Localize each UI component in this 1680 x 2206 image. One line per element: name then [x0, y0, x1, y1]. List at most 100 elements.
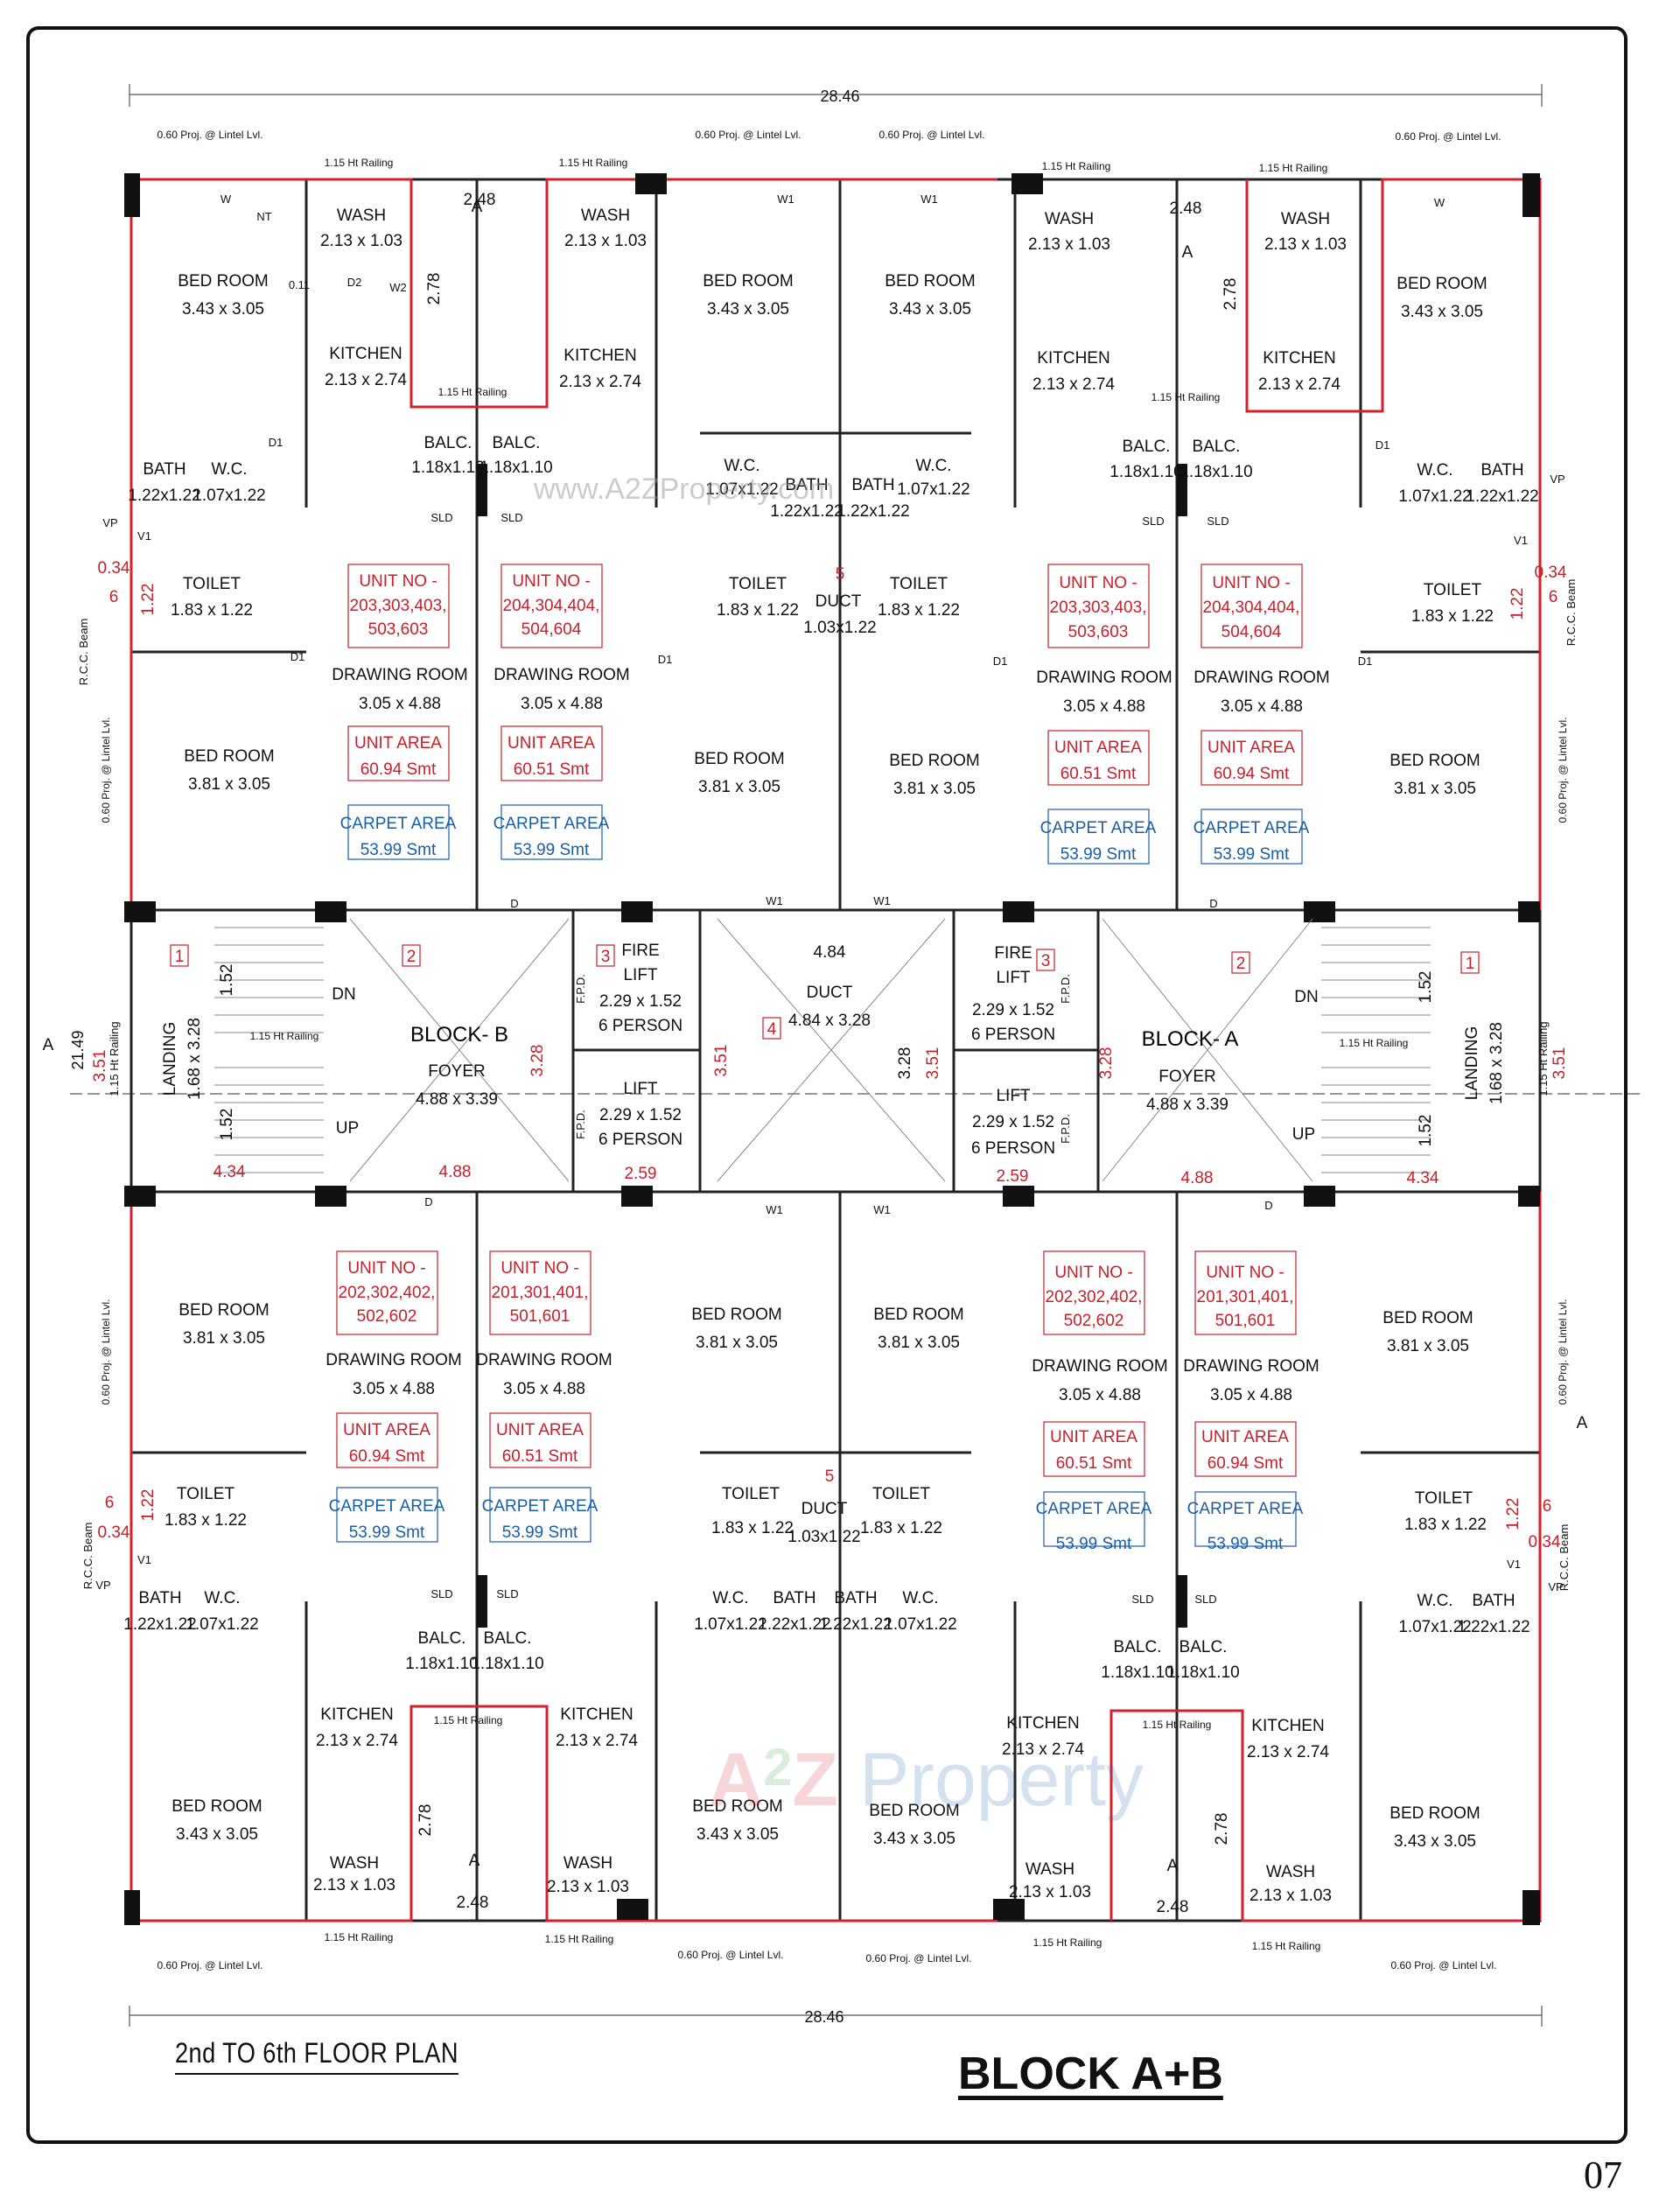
- room-dim: 1.22x1.22: [819, 1615, 892, 1634]
- unit-no: UNIT NO -: [1054, 1264, 1132, 1282]
- room-dim: 1.83 x 1.22: [711, 1519, 794, 1537]
- room-name: W.C.: [1417, 461, 1452, 480]
- room-name: W.C.: [204, 1589, 240, 1607]
- section-tag: A: [1182, 243, 1194, 262]
- unit-list: 504,604: [1222, 623, 1282, 641]
- room-name: WASH: [1281, 210, 1330, 228]
- unit-no: UNIT NO -: [359, 572, 437, 591]
- page-number: 07: [1584, 2153, 1622, 2196]
- room-name: DRAWING ROOM: [332, 666, 468, 684]
- unit-area-label: UNIT AREA: [496, 1421, 584, 1439]
- room-name: TOILET: [729, 575, 788, 593]
- dim-034: 0.34: [98, 1523, 130, 1542]
- lift-label: LIFT: [623, 966, 657, 984]
- fire-lift-label: FIRE: [621, 942, 659, 960]
- carpet-area-label: CARPET AREA: [1036, 1500, 1152, 1518]
- unit-area-label: UNIT AREA: [1050, 1428, 1138, 1446]
- projection-label-side: 0.60 Proj. @ Lintel Lvl.: [1557, 1299, 1569, 1405]
- lift-capacity: 6 PERSON: [598, 1017, 682, 1035]
- room-name: DRAWING ROOM: [494, 666, 630, 684]
- open-depth: 2.78: [416, 1804, 435, 1837]
- unit-area-value: 60.94 Smt: [1208, 1454, 1284, 1473]
- vent-label: V1: [1514, 534, 1528, 547]
- room-dim: 1.22x1.22: [1466, 487, 1538, 506]
- rcc-beam-label: R.C.C. Beam: [77, 619, 90, 686]
- railing-label: 1.15 Ht Railing: [438, 386, 508, 398]
- projection-label-side: 0.60 Proj. @ Lintel Lvl.: [100, 718, 112, 823]
- unit-top-left: BED ROOM 3.43 x 3.05 WASH 2.13 x 1.03 KI…: [128, 207, 484, 859]
- room-name: DRAWING ROOM: [1194, 669, 1330, 687]
- railing-label: 1.15 Ht Railing: [1033, 1936, 1102, 1949]
- foyer-dim: 4.88 x 3.39: [416, 1090, 498, 1109]
- room-name: TOILET: [890, 575, 948, 593]
- unit-tags: [336, 564, 1303, 1477]
- stair-dim: 1.52: [1417, 1115, 1435, 1147]
- core-tag: 2: [407, 948, 416, 966]
- dim-259: 2.59: [625, 1165, 657, 1183]
- room-name: WASH: [1266, 1863, 1315, 1881]
- dim-122: 1.22: [1508, 588, 1527, 620]
- window-label: W: [1434, 196, 1446, 209]
- room-name: BATH: [773, 1589, 816, 1607]
- stair-dim: 1.52: [218, 1109, 236, 1141]
- room-dim: 2.13 x 2.74: [325, 371, 407, 389]
- door-label: D1: [993, 655, 1008, 668]
- core-tag: 3: [601, 948, 611, 966]
- room-name: BED ROOM: [873, 1306, 963, 1324]
- unit-top-second: BALC. 1.18x1.10 WASH 2.13 x 1.03 KITCHEN…: [480, 207, 876, 859]
- room-dim: 3.05 x 4.88: [521, 695, 603, 713]
- open-dim: 2.48: [1170, 200, 1202, 218]
- door-label: D2: [347, 276, 362, 289]
- core-tag: 6: [109, 588, 119, 606]
- projection-label: 0.60 Proj. @ Lintel Lvl.: [696, 129, 802, 141]
- nt-label: NT: [256, 210, 271, 223]
- dim-328: 3.28: [528, 1045, 547, 1077]
- block-a-label: BLOCK- A: [1142, 1027, 1239, 1051]
- carpet-tags: [336, 804, 1303, 1547]
- unit-list: 504,604: [522, 620, 582, 639]
- window-label: W1: [766, 894, 783, 907]
- carpet-area-value: 53.99 Smt: [349, 1523, 425, 1542]
- room-name: WASH: [1026, 1860, 1074, 1879]
- railing-label: 1.15 Ht Railing: [325, 157, 394, 169]
- room-name: W.C.: [902, 1589, 938, 1607]
- unit-no: UNIT NO -: [1212, 574, 1290, 592]
- sliding-door-label: SLD: [1194, 1593, 1216, 1606]
- room-name: BALC.: [418, 1629, 466, 1648]
- core-tag: 6: [105, 1494, 115, 1512]
- room-dim: 1.22x1.22: [770, 502, 843, 521]
- dim-328: 3.28: [896, 1047, 914, 1080]
- building-walls: [130, 178, 1542, 1922]
- room-name: BED ROOM: [1396, 275, 1487, 293]
- carpet-area-value: 53.99 Smt: [360, 841, 437, 859]
- drawing-frame: [26, 26, 1628, 2144]
- stair-treads: [214, 918, 1431, 1182]
- room-dim: 3.05 x 4.88: [1059, 1386, 1141, 1404]
- overall-depth: 21.49: [69, 1030, 87, 1069]
- carpet-area-value: 53.99 Smt: [514, 841, 590, 859]
- room-dim: 3.05 x 4.88: [1063, 697, 1145, 716]
- watermark-two: 2: [763, 1738, 793, 1796]
- door-label: D: [1209, 897, 1217, 910]
- projection-label: 0.60 Proj. @ Lintel Lvl.: [879, 129, 985, 141]
- dim-328: 3.28: [1097, 1047, 1116, 1080]
- room-dim: 1.18x1.10: [405, 1655, 478, 1673]
- carpet-area-label: CARPET AREA: [494, 815, 610, 833]
- room-dim: 1.07x1.22: [897, 480, 970, 499]
- watermark-word: Property: [858, 1738, 1144, 1822]
- core: 1 2 3 4 3 2 1 BLOCK- B FOYER 4.88 x 3.39…: [43, 191, 1588, 1916]
- carpet-area-value: 53.99 Smt: [1208, 1535, 1284, 1553]
- room-dim: 3.05 x 4.88: [359, 695, 441, 713]
- railing-lines: [130, 178, 1542, 1922]
- room-dim: 3.43 x 3.05: [696, 1825, 779, 1844]
- room-name: BATH: [1480, 461, 1523, 480]
- room-dim: 1.18x1.10: [1166, 1663, 1239, 1682]
- unit-area-label: UNIT AREA: [343, 1421, 430, 1439]
- railing-label: 1.15 Ht Railing: [1143, 1719, 1212, 1731]
- dim-351: 3.51: [1550, 1047, 1569, 1080]
- room-name: BED ROOM: [692, 1797, 782, 1816]
- section-mark: A: [1577, 1414, 1588, 1432]
- room-name: KITCHEN: [320, 1705, 393, 1724]
- stair-dim: 1.52: [218, 964, 236, 997]
- unit-area-value: 60.51 Smt: [514, 760, 590, 779]
